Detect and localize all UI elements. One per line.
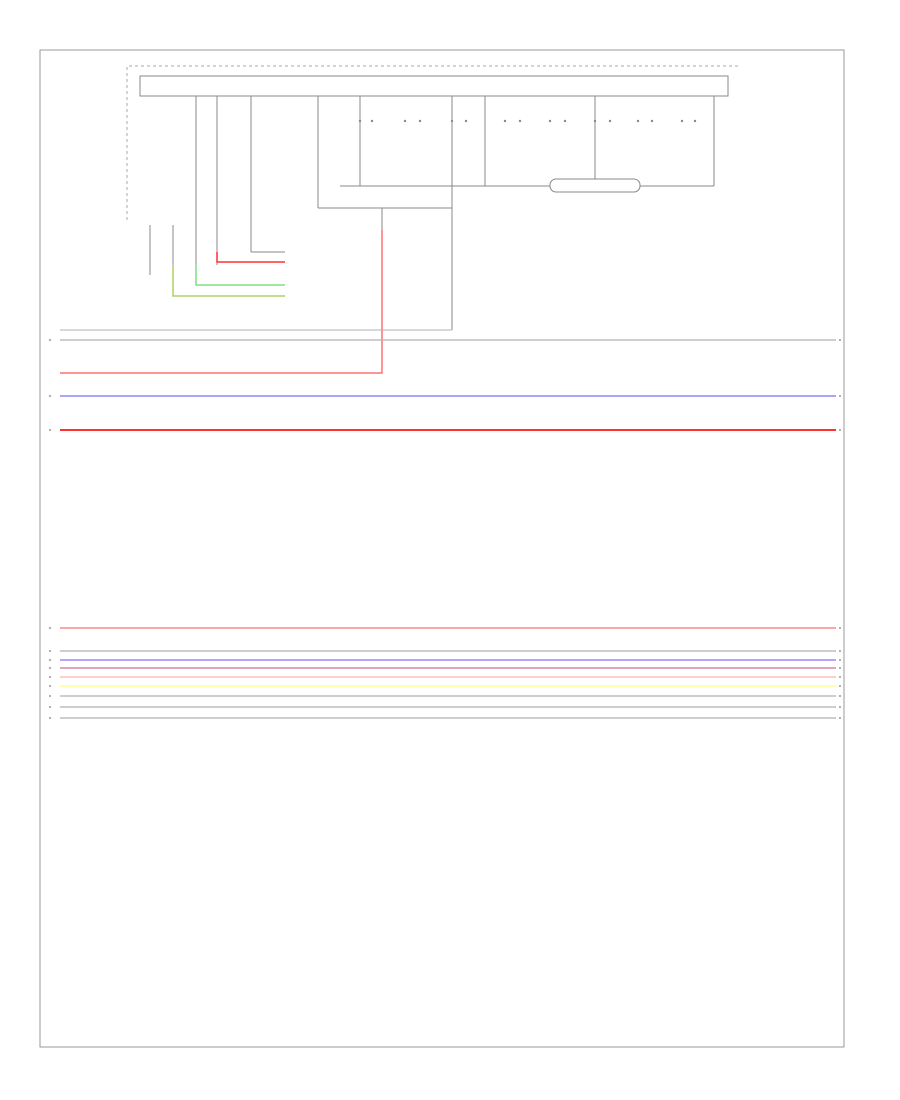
connector-leads [60,230,452,374]
module-bus-box [139,75,729,97]
wire-terminal-left [49,395,51,397]
wire-terminal-left [49,695,51,697]
wire-terminal-right [839,659,841,661]
wire-terminal-left [49,706,51,708]
connector-stubs [149,225,252,280]
wire-terminal-right [839,685,841,687]
wire-terminal-right [839,339,841,341]
page-frame [39,49,845,1048]
wire-terminal-left [49,650,51,652]
wire-terminal-right [839,429,841,431]
wire-terminal-right [839,667,841,669]
wire-terminal-right [839,395,841,397]
wire-terminal-right [839,717,841,719]
module-dashed-outline [126,65,740,220]
wire-terminal-right [839,627,841,629]
wire-terminal-right [839,650,841,652]
module-component-box [549,178,641,193]
wire-terminal-left [49,676,51,678]
wire-terminal-left [49,659,51,661]
module-switch-marks [358,119,697,123]
wire-terminal-left [49,717,51,719]
wire-terminal-right [839,676,841,678]
wire-terminal-left [49,667,51,669]
wire-terminal-right [839,706,841,708]
wire-terminal-left [49,685,51,687]
wire-runs [49,339,841,719]
bus-drops [195,96,715,330]
wire-terminal-left [49,339,51,341]
wire-terminal-left [49,627,51,629]
wire-terminal-left [49,429,51,431]
wire-terminal-right [839,695,841,697]
